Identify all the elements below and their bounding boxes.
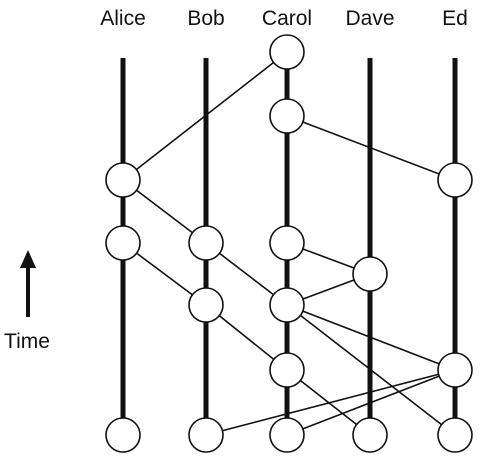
- participant-label-dave: Dave: [345, 7, 394, 30]
- event-ed-7: [437, 417, 473, 453]
- event-carol-7: [269, 417, 305, 453]
- event-alice-3: [105, 162, 141, 198]
- event-ed-6: [437, 352, 473, 388]
- event-dave-4: [352, 256, 388, 292]
- event-bob-7: [188, 417, 224, 453]
- event-bob-5: [188, 287, 224, 323]
- time-label: Time: [4, 330, 50, 353]
- message-ed-6-to-carol-5: [286, 304, 456, 371]
- event-dave-7: [352, 417, 388, 453]
- event-carol-5: [269, 287, 305, 323]
- message-ed-6-to-bob-7: [205, 369, 456, 436]
- event-carol-4: [269, 225, 305, 261]
- event-carol-2: [269, 98, 305, 134]
- event-alice-7: [105, 417, 141, 453]
- message-ed-3-to-carol-2: [286, 115, 456, 181]
- event-carol-6: [269, 352, 305, 388]
- participant-label-ed: Ed: [442, 7, 468, 30]
- message-alice-3-to-carol-1: [122, 51, 288, 181]
- participant-label-carol: Carol: [262, 7, 312, 30]
- message-carol-7-to-ed-6: [286, 369, 456, 436]
- event-ed-3: [437, 162, 473, 198]
- participant-label-alice: Alice: [100, 7, 146, 30]
- participant-label-bob: Bob: [187, 7, 224, 30]
- event-carol-1: [269, 34, 305, 70]
- participant-labels: Alice Bob Carol Dave Ed: [100, 7, 468, 30]
- message-ed-7-to-carol-5: [286, 304, 456, 436]
- event-bob-4: [188, 225, 224, 261]
- events: [105, 34, 473, 453]
- time-axis: Time: [4, 250, 50, 353]
- event-alice-4: [105, 225, 141, 261]
- time-arrow-head: [20, 250, 36, 268]
